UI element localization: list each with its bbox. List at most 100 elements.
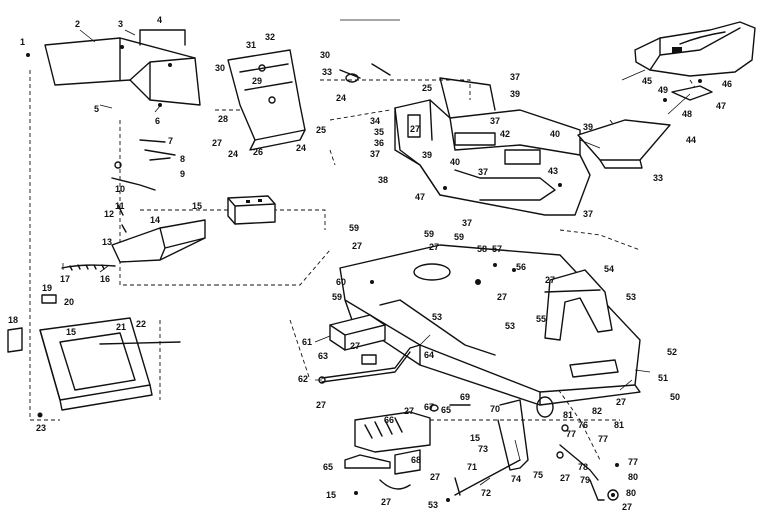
callout-50: 50 xyxy=(670,392,680,402)
callout-73: 73 xyxy=(478,444,488,454)
callout-27-n: 27 xyxy=(622,502,632,512)
callout-15-a: 15 xyxy=(192,201,202,211)
callout-14: 14 xyxy=(150,215,160,225)
callout-15-d: 15 xyxy=(326,490,336,500)
callout-37-d: 37 xyxy=(478,167,488,177)
callout-24-c: 24 xyxy=(336,93,346,103)
callout-4: 4 xyxy=(157,15,162,25)
callout-68: 68 xyxy=(411,455,421,465)
callout-77-c: 77 xyxy=(628,457,638,467)
callout-36: 36 xyxy=(374,138,384,148)
callout-65-b: 65 xyxy=(323,462,333,472)
callout-27-h: 27 xyxy=(316,400,326,410)
callout-71: 71 xyxy=(467,462,477,472)
leader-lines xyxy=(62,29,691,486)
callout-51: 51 xyxy=(658,373,668,383)
callout-15-c: 15 xyxy=(470,433,480,443)
callout-65-a: 65 xyxy=(441,405,451,415)
assembly-guide-lines xyxy=(29,70,701,461)
seat xyxy=(634,21,756,102)
callout-27-a: 27 xyxy=(212,138,222,148)
callout-27-l: 27 xyxy=(616,397,626,407)
callout-33-a: 33 xyxy=(322,67,332,77)
callout-40-b: 40 xyxy=(550,129,560,139)
callout-72: 72 xyxy=(481,488,491,498)
callout-67: 67 xyxy=(424,402,434,412)
callout-37-c: 37 xyxy=(490,116,500,126)
callout-39-c: 39 xyxy=(583,122,593,132)
callout-21: 21 xyxy=(116,322,126,332)
callout-38: 38 xyxy=(378,175,388,185)
callout-45: 45 xyxy=(642,76,652,86)
callout-39-a: 39 xyxy=(510,89,520,99)
callout-46: 46 xyxy=(722,79,732,89)
callout-27-m: 27 xyxy=(560,473,570,483)
callout-30-a: 30 xyxy=(215,63,225,73)
callout-5: 5 xyxy=(94,104,99,114)
callout-70: 70 xyxy=(490,404,500,414)
callout-27-f: 27 xyxy=(497,292,507,302)
callout-77-a: 77 xyxy=(598,434,608,444)
callout-75: 75 xyxy=(533,470,543,480)
callout-11: 11 xyxy=(115,201,125,211)
hood-panel xyxy=(26,29,201,107)
callout-10: 10 xyxy=(115,184,125,194)
callout-32: 32 xyxy=(265,32,275,42)
callout-6: 6 xyxy=(155,116,160,126)
callout-77-b: 77 xyxy=(566,429,576,439)
battery-tray xyxy=(111,219,206,263)
callout-78: 78 xyxy=(578,462,588,472)
callout-59-d: 59 xyxy=(332,292,342,302)
callout-16: 16 xyxy=(100,274,110,284)
callout-15-b: 15 xyxy=(66,327,76,337)
callout-27-g: 27 xyxy=(350,341,360,351)
callout-59-c: 59 xyxy=(454,232,464,242)
callout-79: 79 xyxy=(580,475,590,485)
callout-43: 43 xyxy=(548,166,558,176)
callout-12: 12 xyxy=(104,209,114,219)
callout-28: 28 xyxy=(218,114,228,124)
callout-29: 29 xyxy=(252,76,262,86)
callout-34: 34 xyxy=(370,116,380,126)
callout-27-e: 27 xyxy=(545,275,555,285)
callout-54: 54 xyxy=(604,264,614,274)
callout-49: 49 xyxy=(658,85,668,95)
callout-3: 3 xyxy=(118,19,123,29)
callout-24-a: 24 xyxy=(228,149,238,159)
callout-69: 69 xyxy=(460,392,470,402)
callout-57: 57 xyxy=(492,244,502,254)
callout-23: 23 xyxy=(36,423,46,433)
callout-37-e: 37 xyxy=(583,209,593,219)
linkage-parts xyxy=(111,139,176,233)
callout-19: 19 xyxy=(42,283,52,293)
callout-82: 82 xyxy=(592,406,602,416)
callout-27-k: 27 xyxy=(381,497,391,507)
callout-76: 76 xyxy=(578,420,588,430)
callout-39-b: 39 xyxy=(422,150,432,160)
callout-47-a: 47 xyxy=(415,192,425,202)
callout-22: 22 xyxy=(136,319,146,329)
callout-20: 20 xyxy=(64,297,74,307)
callout-27-j: 27 xyxy=(430,472,440,482)
callout-55: 55 xyxy=(536,314,546,324)
steering-support xyxy=(227,49,391,151)
callout-18: 18 xyxy=(8,315,18,325)
battery xyxy=(227,195,276,225)
callout-37-a: 37 xyxy=(510,72,520,82)
callout-61: 61 xyxy=(302,337,312,347)
callout-60: 60 xyxy=(336,277,346,287)
callout-53-a: 53 xyxy=(626,292,636,302)
fender-body xyxy=(394,77,591,216)
callout-37-f: 37 xyxy=(462,218,472,228)
callout-26: 26 xyxy=(253,147,263,157)
callout-37-b: 37 xyxy=(370,149,380,159)
callout-63: 63 xyxy=(318,351,328,361)
callout-27-b: 27 xyxy=(410,124,420,134)
callout-59-a: 59 xyxy=(349,223,359,233)
callout-24-b: 24 xyxy=(296,143,306,153)
pedal-bracket xyxy=(329,314,386,365)
callout-31: 31 xyxy=(246,40,256,50)
callout-58: 58 xyxy=(477,244,487,254)
